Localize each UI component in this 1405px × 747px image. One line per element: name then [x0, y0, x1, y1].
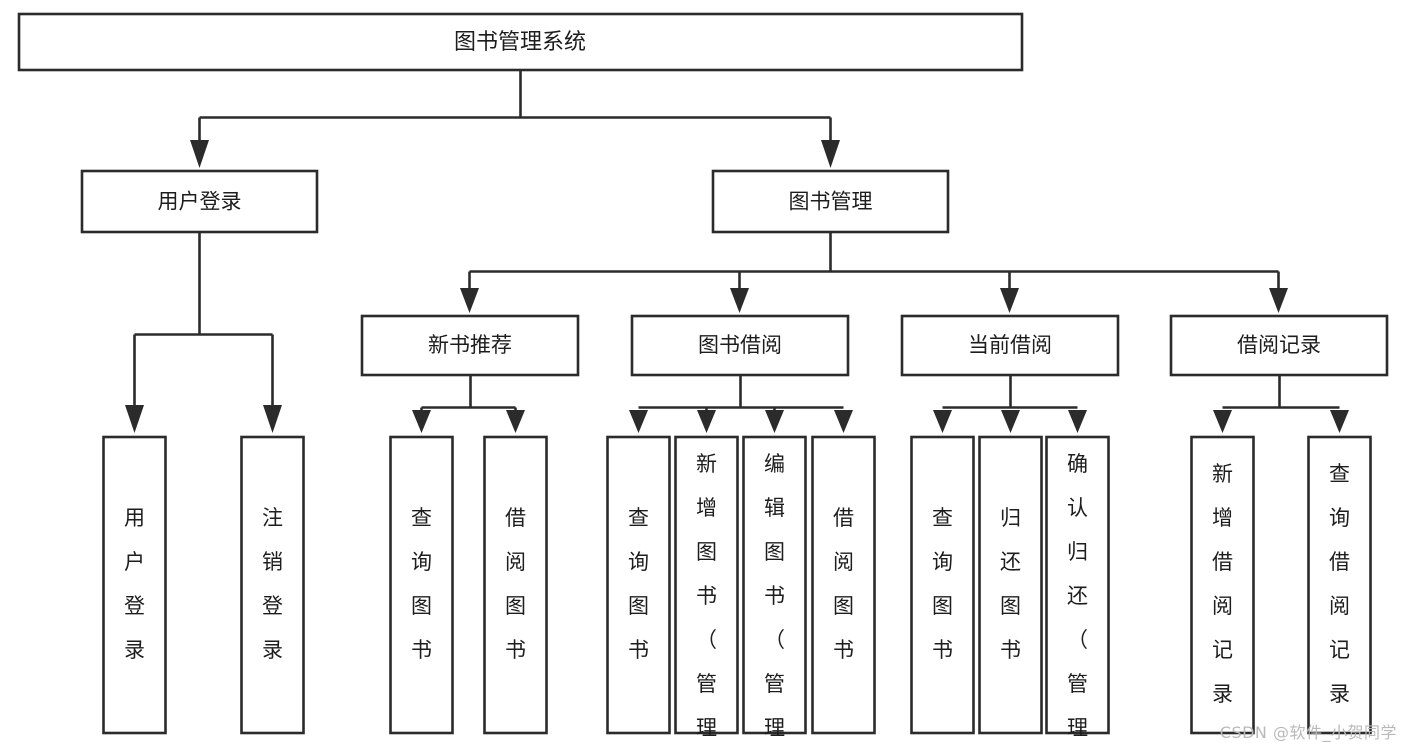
- leaf-label: 用户登录: [124, 506, 145, 662]
- leaf-leaf-return-book[interactable]: 归还图书: [978, 435, 1043, 735]
- arrow-leaf-borrow-book-2: [834, 410, 853, 433]
- arrow-leaf-return-book: [1001, 410, 1020, 433]
- node-user-login[interactable]: 用户登录: [80, 169, 319, 234]
- node-borrow-record[interactable]: 借阅记录: [1169, 314, 1389, 377]
- leaf-leaf-logout[interactable]: 注销登录: [240, 435, 305, 735]
- arrow-leaf-borrow-book-1: [506, 410, 525, 433]
- node-new-book-recommend-label: 新书推荐: [428, 333, 512, 357]
- node-book-manage[interactable]: 图书管理: [711, 169, 950, 234]
- leaf-label: 查询图书: [932, 506, 953, 662]
- node-new-book-recommend[interactable]: 新书推荐: [360, 314, 580, 377]
- leaf-label: 借阅图书: [833, 506, 854, 662]
- leaf-node-layer: 用户登录 注销登录 查询图书 借阅图书 查询图书 新增图书（管理员） 编辑图书（管理员） 借阅…: [102, 435, 1372, 747]
- leaf-box: [102, 435, 167, 735]
- node-borrow-record-label: 借阅记录: [1237, 333, 1321, 357]
- arrow-new-book-recommend: [460, 288, 479, 313]
- leaf-label: 查询图书: [628, 506, 649, 662]
- arrow-borrow-record: [1269, 288, 1288, 313]
- leaf-box: [1307, 435, 1372, 735]
- arrow-leaf-query-book-2: [629, 410, 648, 433]
- arrow-leaf-confirm-return: [1068, 410, 1087, 433]
- leaf-leaf-query-record[interactable]: 查询借阅记录: [1307, 435, 1372, 735]
- node-book-borrow-box: [630, 314, 850, 377]
- leaf-leaf-add-record[interactable]: 新增借阅记录: [1190, 435, 1255, 735]
- leaf-leaf-add-book[interactable]: 新增图书（管理员）: [674, 435, 739, 747]
- leaf-label: 查询图书: [411, 506, 432, 662]
- leaf-label: 查询借阅记录: [1329, 462, 1350, 706]
- leaf-box: [240, 435, 305, 735]
- arrow-leaf-logout: [263, 405, 282, 433]
- node-new-book-recommend-box: [360, 314, 580, 377]
- leaf-leaf-confirm-return[interactable]: 确认归还（管理员）: [1045, 435, 1110, 747]
- leaf-box: [1045, 435, 1110, 735]
- leaf-label: 注销登录: [262, 506, 283, 662]
- node-current-borrow-label: 当前借阅: [968, 333, 1052, 357]
- arrow-leaf-edit-book: [765, 410, 784, 433]
- node-book-manage-box: [711, 169, 950, 234]
- leaf-label: 编辑图书（管理员）: [764, 452, 785, 747]
- node-borrow-record-box: [1169, 314, 1389, 377]
- leaf-label: 借阅图书: [505, 506, 526, 662]
- node-root-box: [17, 12, 1024, 72]
- leaf-leaf-borrow-book-1[interactable]: 借阅图书: [483, 435, 548, 735]
- leaf-box: [483, 435, 548, 735]
- leaf-box: [606, 435, 671, 735]
- node-book-manage-label: 图书管理: [789, 190, 873, 214]
- leaf-box: [910, 435, 975, 735]
- arrow-leaf-query-record: [1330, 410, 1349, 433]
- leaf-box: [1190, 435, 1255, 735]
- leaf-leaf-query-book-2[interactable]: 查询图书: [606, 435, 671, 735]
- arrow-leaf-add-record: [1213, 410, 1232, 433]
- node-current-borrow[interactable]: 当前借阅: [900, 314, 1120, 377]
- arrow-user-login: [190, 140, 209, 168]
- node-current-borrow-box: [900, 314, 1120, 377]
- leaf-leaf-query-book-1[interactable]: 查询图书: [389, 435, 454, 735]
- arrow-leaf-query-book-1: [412, 410, 431, 433]
- leaf-label: 新增图书（管理员）: [696, 452, 717, 747]
- leaf-box: [674, 435, 739, 735]
- arrow-leaf-add-book: [697, 410, 716, 433]
- leaf-leaf-query-book-3[interactable]: 查询图书: [910, 435, 975, 735]
- arrow-book-borrow: [730, 288, 749, 313]
- leaf-box: [978, 435, 1043, 735]
- node-user-login-label: 用户登录: [158, 190, 242, 214]
- leaf-label: 归还图书: [1000, 506, 1021, 662]
- node-book-borrow-label: 图书借阅: [698, 333, 782, 357]
- leaf-box: [811, 435, 876, 735]
- node-root-label: 图书管理系统: [454, 30, 586, 55]
- arrow-leaf-user-login: [125, 405, 144, 433]
- arrow-current-borrow: [1000, 288, 1019, 313]
- csdn-watermark: CSDN @软件_小贺同学: [1219, 723, 1397, 742]
- leaf-leaf-user-login[interactable]: 用户登录: [102, 435, 167, 735]
- arrow-book-manage: [821, 140, 840, 168]
- leaf-label: 新增借阅记录: [1212, 462, 1233, 706]
- node-root[interactable]: 图书管理系统: [17, 12, 1024, 72]
- leaf-box: [742, 435, 807, 735]
- node-book-borrow[interactable]: 图书借阅: [630, 314, 850, 377]
- leaf-leaf-edit-book[interactable]: 编辑图书（管理员）: [742, 435, 807, 747]
- arrow-leaf-query-book-3: [933, 410, 952, 433]
- leaf-label: 确认归还（管理员）: [1067, 452, 1088, 747]
- leaf-box: [389, 435, 454, 735]
- leaf-leaf-borrow-book-2[interactable]: 借阅图书: [811, 435, 876, 735]
